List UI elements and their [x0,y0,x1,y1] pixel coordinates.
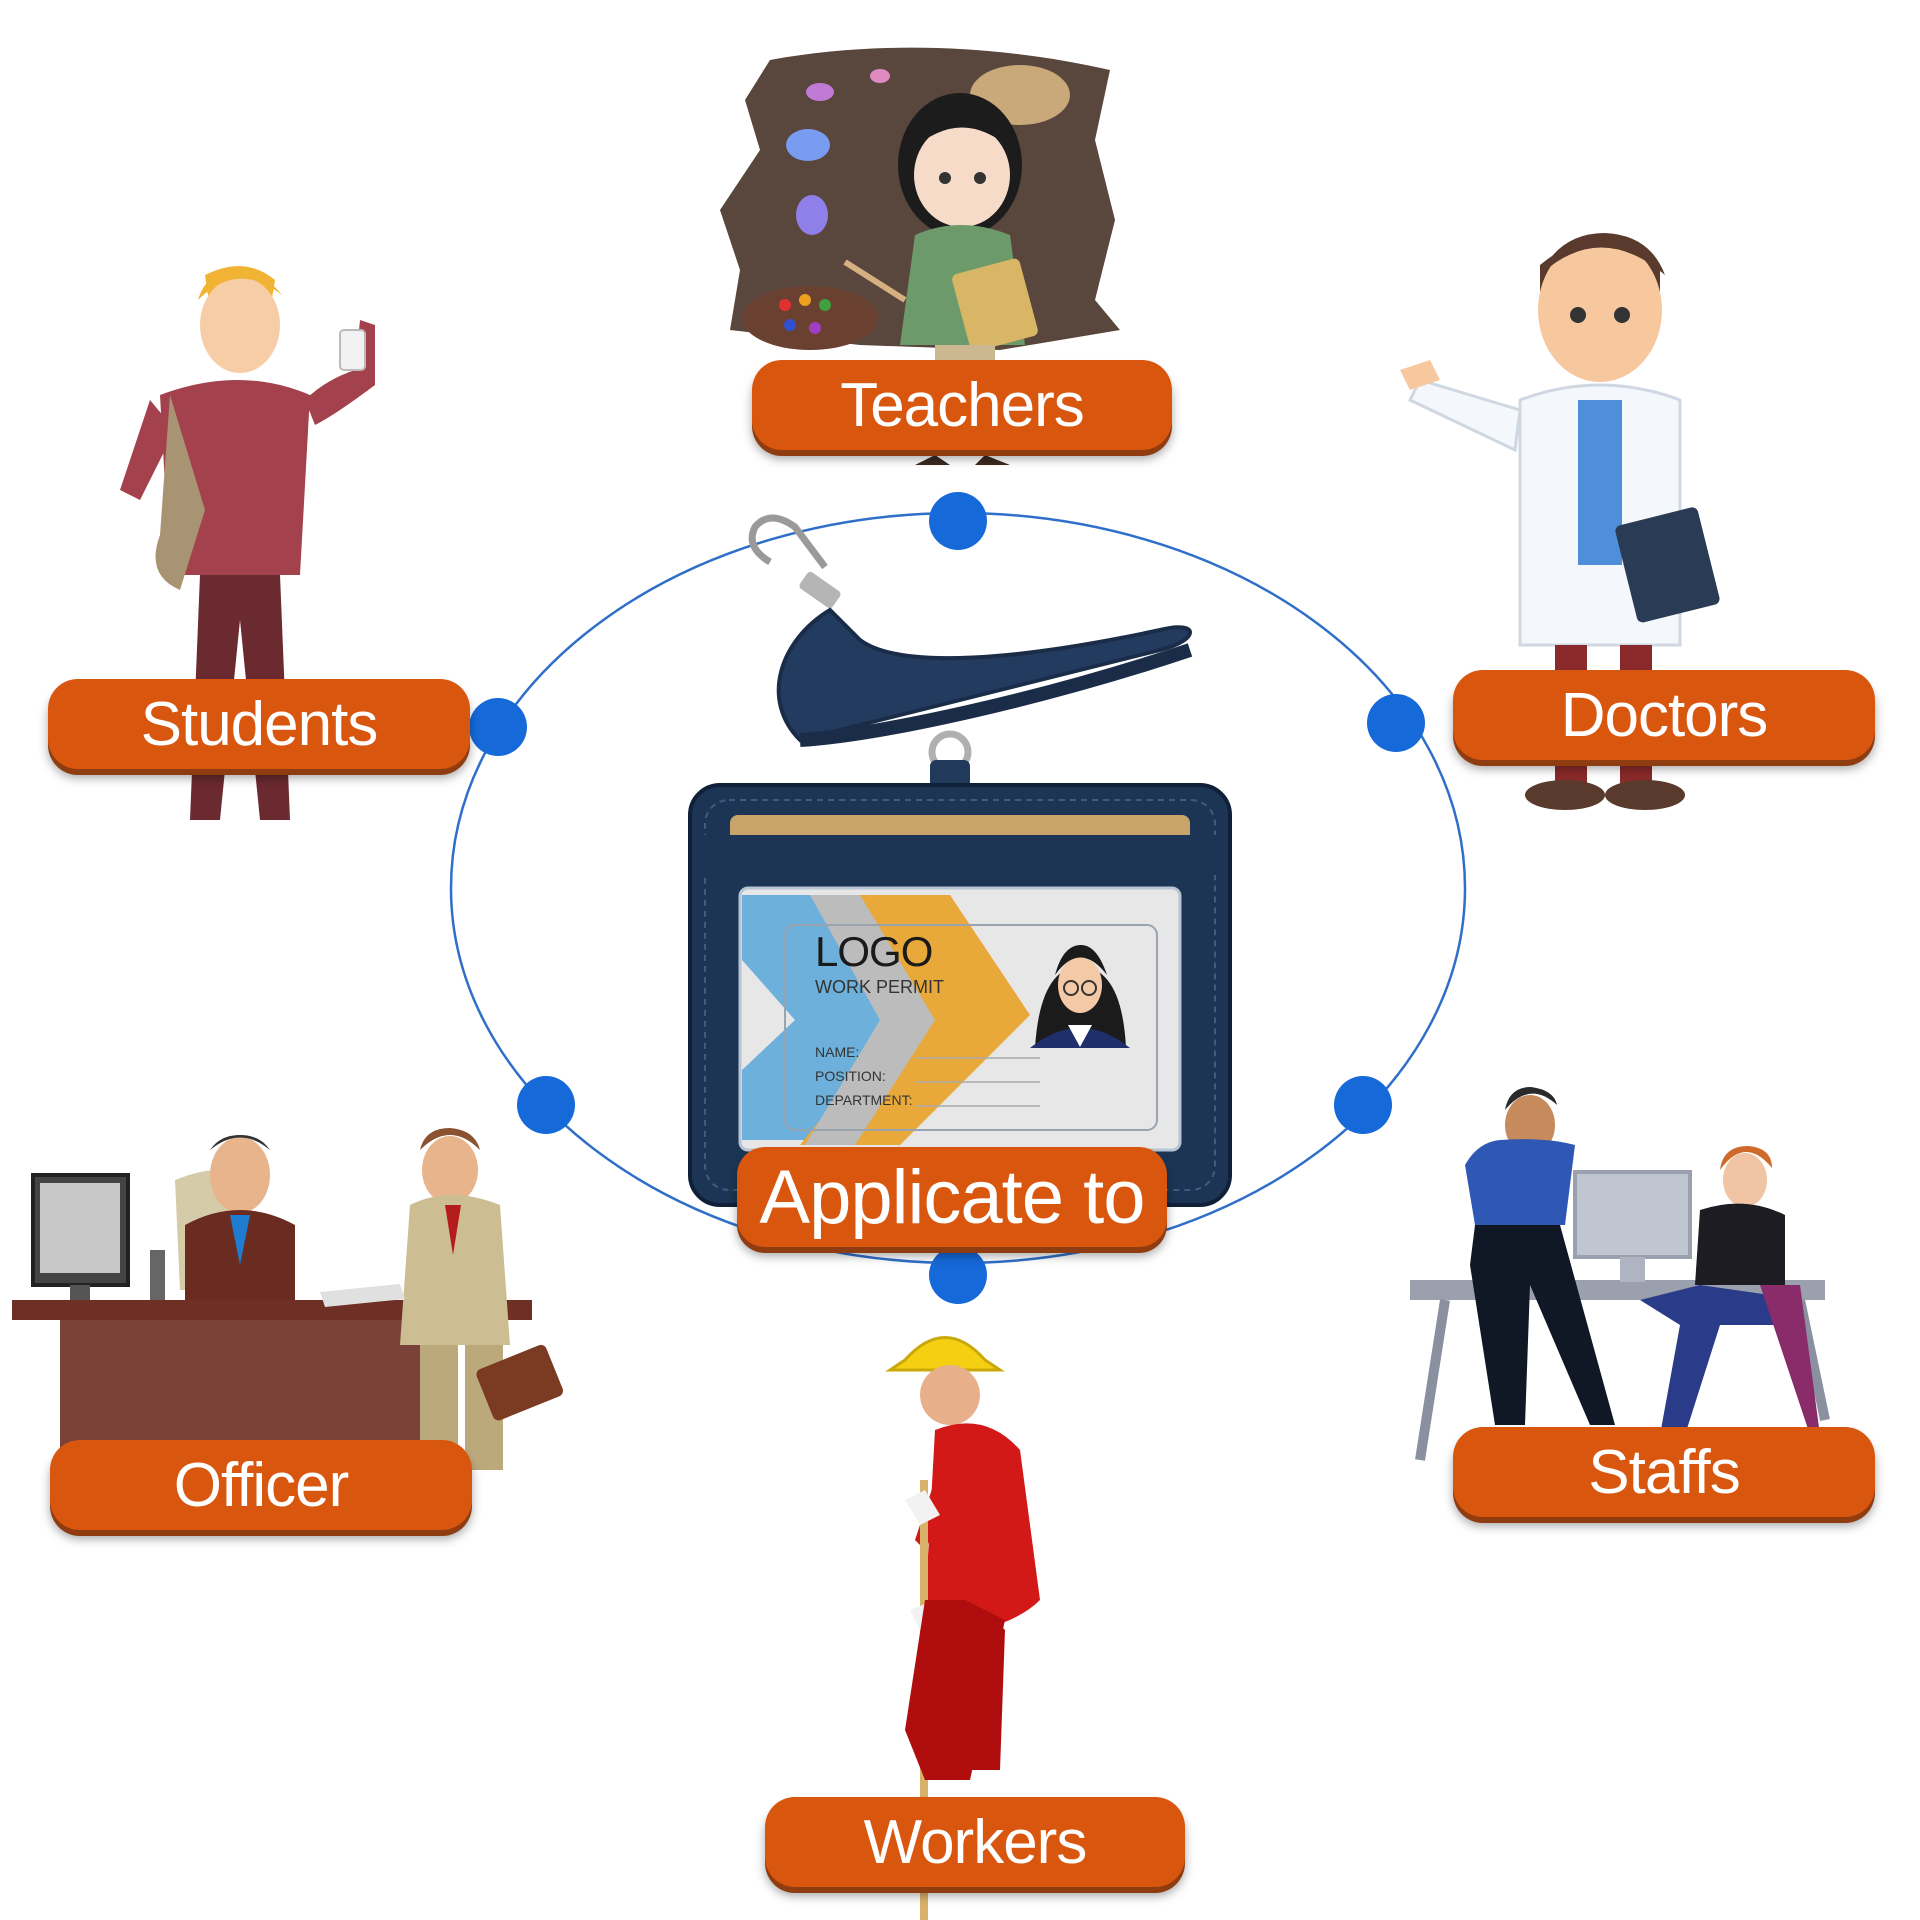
category-label: Doctors [1560,680,1769,750]
category-workers: Workers [765,1797,1185,1887]
category-staffs: Staffs [1453,1427,1875,1517]
card-field-name: NAME: [815,1044,860,1060]
category-doctors: Doctors [1453,670,1875,760]
ring-dots [469,492,1425,1304]
portrait-icon [1030,945,1130,1048]
staffs-illustration [1410,1087,1830,1461]
category-officer: Officer [50,1440,472,1530]
dot-right-upper [1367,694,1425,752]
card-logo: LOGO [815,928,933,975]
category-label: Officer [173,1450,349,1520]
category-label: Workers [863,1807,1088,1877]
doctor-illustration [1400,233,1720,810]
card-field-position: POSITION: [815,1068,886,1084]
worker-illustration [885,1336,1040,1920]
card-field-department: DEPARTMENT: [815,1092,913,1108]
category-label: Teachers [840,370,1085,440]
teacher-illustration [720,47,1120,465]
badge-holder [688,783,1232,1207]
center-title: Applicate to [737,1147,1167,1247]
dot-left-upper [469,698,527,756]
category-students: Students [48,679,470,769]
lanyard-icon [748,514,1193,788]
dot-top [929,492,987,550]
category-label: Students [140,689,379,759]
dot-bottom [929,1246,987,1304]
card-subtitle: WORK PERMIT [815,977,944,997]
center-title-text: Applicate to [759,1154,1145,1240]
dot-right-lower [1334,1076,1392,1134]
officer-illustration [12,1128,563,1470]
category-teachers: Teachers [752,360,1172,450]
category-label: Staffs [1588,1437,1740,1507]
dot-left-lower [517,1076,575,1134]
